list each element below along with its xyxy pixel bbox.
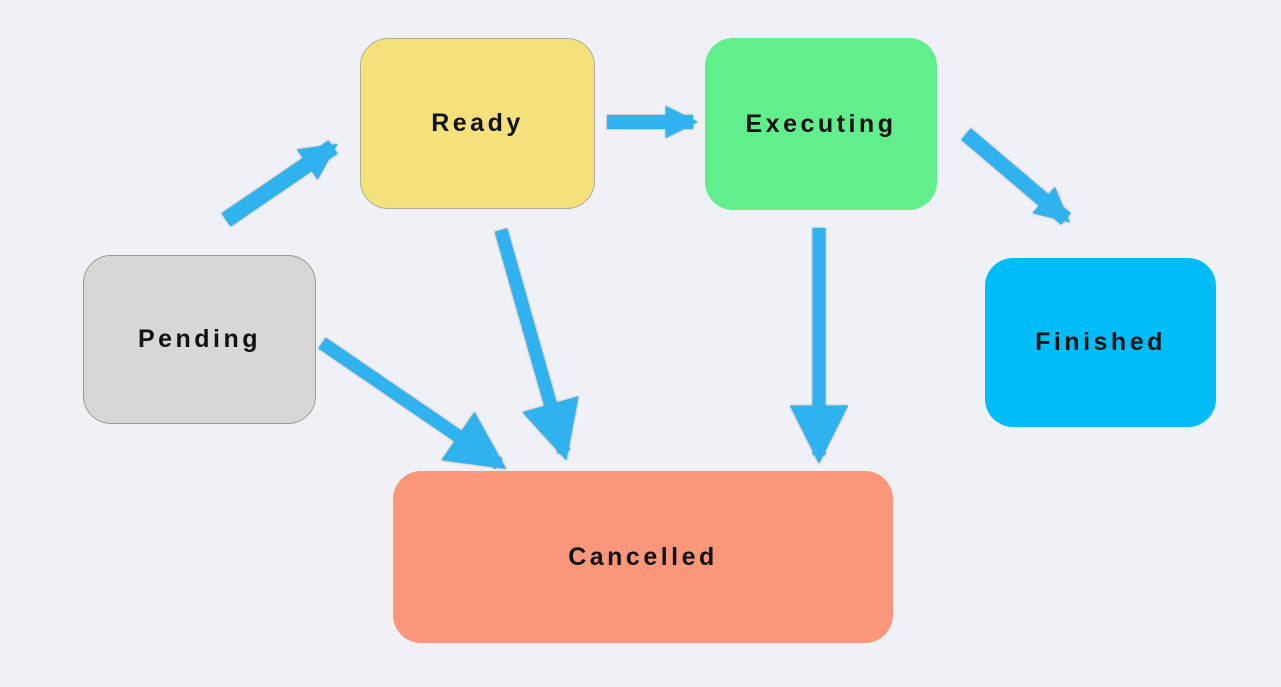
node-cancelled-label: Cancelled xyxy=(568,542,718,571)
node-executing: Executing xyxy=(705,38,937,210)
arrow-pending-to-cancelled xyxy=(318,337,507,470)
node-cancelled: Cancelled xyxy=(393,471,893,643)
node-pending-label: Pending xyxy=(137,325,262,353)
node-executing-label: Executing xyxy=(745,109,897,138)
node-finished-label: Finished xyxy=(1035,328,1166,356)
arrow-ready-to-cancelled xyxy=(494,228,579,461)
arrow-executing-to-finished xyxy=(961,128,1071,225)
node-pending: Pending xyxy=(83,255,316,424)
node-finished: Finished xyxy=(985,258,1216,427)
arrow-pending-to-ready xyxy=(221,140,338,227)
node-ready: Ready xyxy=(360,38,595,209)
node-ready-label: Ready xyxy=(431,109,524,137)
